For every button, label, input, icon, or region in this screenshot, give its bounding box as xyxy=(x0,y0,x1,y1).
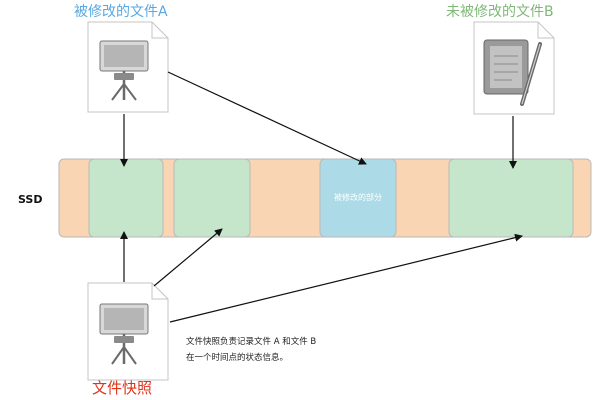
ssd-block-file-b xyxy=(448,158,574,238)
file-a-title: 被修改的文件A xyxy=(74,4,168,20)
description-line-2: 在一个时间点的状态信息。 xyxy=(186,353,289,363)
snapshot-description: 文件快照负责记录文件 A 和文件 B 在一个时间点的状态信息。 xyxy=(186,334,316,366)
keynote-presentation-icon xyxy=(99,40,149,101)
arrow-file-a-to-modified xyxy=(167,71,367,165)
notebook-pen-icon xyxy=(483,39,542,106)
description-line-1: 文件快照负责记录文件 A 和文件 B xyxy=(186,337,317,347)
arrow-snapshot-to-file-b-block xyxy=(169,233,523,323)
keynote-presentation-icon xyxy=(99,303,149,365)
ssd-block-2 xyxy=(173,158,251,238)
ssd-block-file-a xyxy=(88,158,164,238)
file-b-title: 未被修改的文件B xyxy=(446,4,554,20)
modified-block-label: 被修改的部分 xyxy=(334,193,382,202)
file-b-document xyxy=(473,21,555,115)
ssd-label: SSD xyxy=(18,193,43,206)
snapshot-title: 文件快照 xyxy=(92,379,153,397)
arrow-snapshot-to-block2 xyxy=(153,228,223,287)
snapshot-document xyxy=(87,282,169,381)
file-a-document xyxy=(87,21,169,113)
